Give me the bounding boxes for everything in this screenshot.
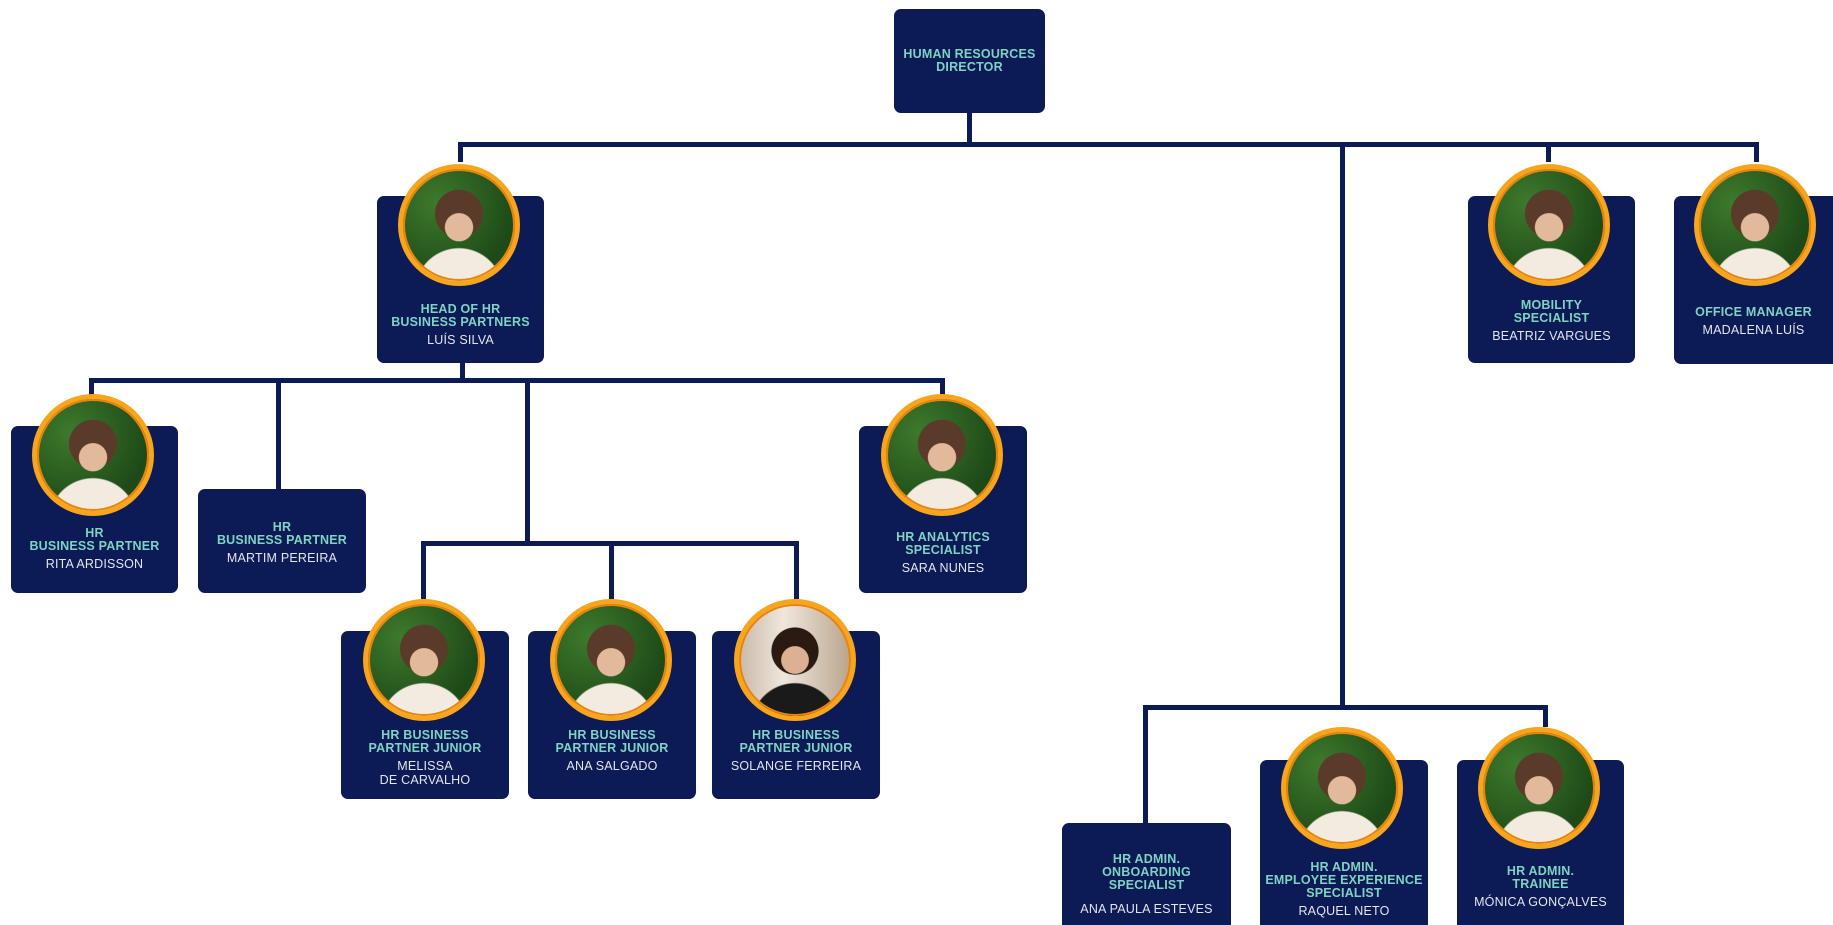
person-name: ANA PAULA ESTEVES — [1080, 901, 1213, 916]
avatar — [1694, 164, 1816, 286]
role-title: HUMAN RESOURCES DIRECTOR — [903, 47, 1036, 74]
connector-line — [89, 378, 94, 398]
avatar — [881, 394, 1003, 516]
avatar — [1488, 164, 1610, 286]
person-name: BEATRIZ VARGUES — [1492, 328, 1611, 343]
connector-line — [1754, 142, 1759, 162]
connector-line — [609, 541, 614, 599]
hrbp-martim-card[interactable]: HR BUSINESS PARTNER MARTIM PEREIRA — [198, 489, 366, 593]
person-name: MELISSA DE CARVALHO — [379, 759, 471, 787]
role-title: HR BUSINESS PARTNER JUNIOR — [739, 727, 853, 755]
role-title: HEAD OF HR BUSINESS PARTNERS — [391, 301, 530, 329]
role-title: HR ANALYTICS SPECIALIST — [896, 529, 990, 557]
director-card[interactable]: HUMAN RESOURCES DIRECTOR — [894, 9, 1045, 113]
person-name: RAQUEL NETO — [1298, 903, 1390, 918]
connector-line — [1546, 142, 1551, 162]
role-title: HR BUSINESS PARTNER — [29, 525, 160, 553]
avatar — [1281, 727, 1403, 849]
connector-line — [525, 378, 530, 543]
connector-line — [89, 378, 945, 383]
person-name: MÓNICA GONÇALVES — [1474, 894, 1607, 909]
role-title: MOBILITY SPECIALIST — [1513, 297, 1590, 325]
person-name: SOLANGE FERREIRA — [730, 758, 862, 773]
role-title: HR BUSINESS PARTNER — [216, 519, 348, 547]
avatar — [1478, 727, 1600, 849]
connector-line — [1543, 705, 1548, 727]
person-name: LUÍS SILVA — [427, 332, 494, 347]
connector-line — [458, 142, 1759, 147]
role-title: HR ADMIN. ONBOARDING SPECIALIST — [1102, 851, 1191, 892]
avatar — [363, 599, 485, 721]
person-name: MARTIM PEREIRA — [226, 550, 338, 565]
avatar — [550, 599, 672, 721]
connector-line — [967, 112, 972, 146]
avatar — [398, 164, 520, 286]
avatar — [32, 394, 154, 516]
avatar — [734, 599, 856, 721]
person-name: RITA ARDISSON — [45, 556, 144, 571]
connector-line — [276, 378, 281, 490]
connector-line — [1143, 705, 1548, 710]
role-title: OFFICE MANAGER — [1695, 304, 1812, 319]
connector-line — [1340, 142, 1345, 710]
connector-line — [458, 142, 463, 162]
connector-line — [460, 362, 465, 380]
role-title: HR ADMIN. EMPLOYEE EXPERIENCE SPECIALIST — [1265, 859, 1423, 900]
person-name: SARA NUNES — [901, 560, 985, 575]
connector-line — [1143, 705, 1148, 825]
connector-line — [794, 541, 799, 599]
connector-line — [421, 541, 426, 599]
onboarding-card[interactable]: HR ADMIN. ONBOARDING SPECIALIST ANA PAUL… — [1062, 823, 1231, 925]
person-name: MADALENA LUÍS — [1702, 322, 1805, 337]
person-name: ANA SALGADO — [566, 758, 658, 773]
role-title: HR BUSINESS PARTNER JUNIOR — [555, 727, 669, 755]
role-title: HR BUSINESS PARTNER JUNIOR — [368, 728, 482, 755]
role-title: HR ADMIN. TRAINEE — [1506, 863, 1575, 891]
connector-line — [940, 378, 945, 398]
